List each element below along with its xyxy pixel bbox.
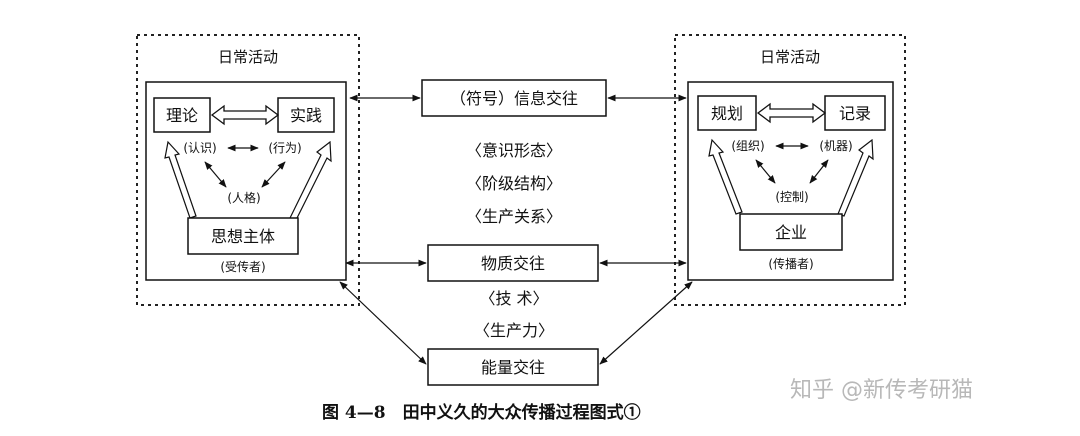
receiver-role-label: (受传者) — [220, 259, 265, 274]
left-group-title: 日常活动 — [218, 48, 278, 66]
enterprise-label: 企业 — [775, 223, 807, 242]
cognition-personality-arrow — [204, 161, 227, 188]
material-exchange-box — [427, 244, 599, 282]
info-exchange-label: （符号）信息交往 — [450, 89, 578, 108]
right-inner-box — [687, 81, 894, 281]
technology-label: 〈技 术〉 — [479, 289, 548, 308]
record-box — [824, 95, 886, 131]
theory-practice-double-arrow — [210, 104, 280, 126]
left-dotted-boundary — [136, 34, 360, 306]
machine-control-arrow — [809, 159, 829, 184]
behavior-personality-arrow — [261, 161, 286, 188]
organization-control-arrow — [755, 159, 776, 184]
personality-label: (人格) — [227, 190, 260, 205]
machine-label: (机器) — [819, 139, 852, 153]
left-inner-box — [145, 81, 347, 281]
enterprise-planning-hollow-arrow — [708, 138, 743, 215]
control-label: (控制) — [775, 190, 808, 204]
organization-label: (组织) — [731, 139, 764, 153]
communicator-role-label: (传播者) — [768, 256, 813, 271]
subject-label: 思想主体 — [211, 227, 275, 246]
figure-caption: 图 4—8 田中义久的大众传播过程图式① — [322, 403, 641, 423]
info-exchange-box — [421, 79, 607, 117]
behavior-label: (行为) — [268, 141, 301, 155]
energy-exchange-left-arrow — [339, 281, 427, 365]
enterprise-box — [739, 213, 843, 251]
class-structure-label: 〈阶级结构〉 — [466, 174, 562, 193]
theory-label: 理论 — [166, 106, 198, 125]
subject-box — [187, 217, 299, 255]
material-exchange-label: 物质交往 — [481, 254, 545, 273]
subject-theory-hollow-arrow — [164, 140, 197, 219]
right-group-title: 日常活动 — [760, 48, 820, 66]
production-relations-label: 〈生产关系〉 — [466, 207, 562, 226]
energy-exchange-label: 能量交往 — [481, 358, 545, 377]
planning-record-double-arrow — [756, 102, 827, 124]
planning-box — [697, 95, 757, 131]
ideology-label: 〈意识形态〉 — [466, 141, 562, 160]
record-label: 记录 — [839, 104, 871, 123]
practice-label: 实践 — [290, 106, 322, 125]
energy-exchange-box — [427, 348, 599, 386]
watermark-text: 知乎 @新传考研猫 — [790, 378, 973, 403]
theory-box — [153, 97, 211, 133]
productivity-label: 〈生产力〉 — [474, 321, 554, 340]
planning-label: 规划 — [711, 104, 743, 123]
right-dotted-boundary — [674, 34, 906, 306]
cognition-label: (认识) — [183, 141, 216, 155]
energy-exchange-right-arrow — [599, 281, 693, 365]
